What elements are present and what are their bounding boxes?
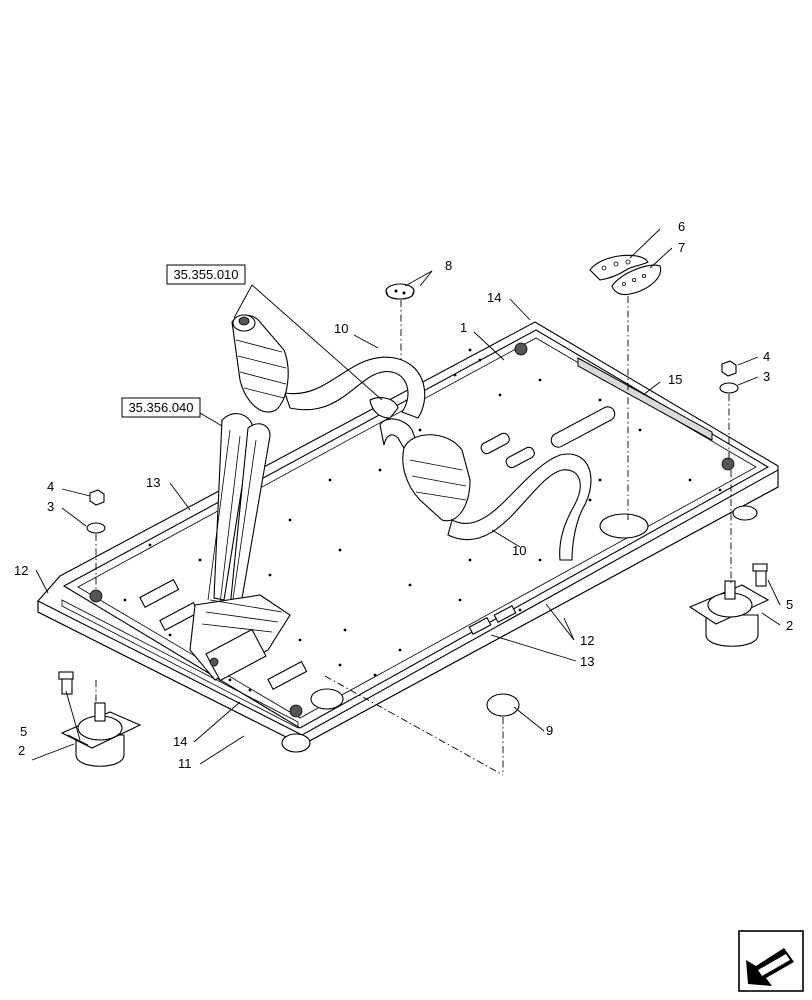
part-6-cover — [589, 254, 649, 281]
joystick-left — [231, 314, 426, 419]
part-7-cover — [611, 264, 662, 296]
callout-10-lower: 10 — [512, 543, 526, 558]
callout-labels: 1 2 2 3 3 4 4 5 5 6 7 8 9 10 10 11 12 12… — [14, 219, 793, 771]
reference-box-35-355-010[interactable]: 35.355.010 — [166, 264, 246, 285]
callout-13-right: 13 — [580, 654, 594, 669]
bolt-5-left — [58, 671, 74, 695]
callout-12-right: 12 — [580, 633, 594, 648]
callout-5-left: 5 — [20, 724, 27, 739]
callout-4-right: 4 — [763, 349, 770, 364]
nut-4-right — [721, 360, 737, 377]
callout-11: 11 — [178, 756, 192, 771]
callout-14-lower: 14 — [173, 734, 187, 749]
leader-lines — [31, 228, 781, 765]
previous-page-arrow-icon[interactable] — [738, 930, 804, 992]
pedal-assembly — [189, 413, 291, 682]
callout-6: 6 — [678, 219, 685, 234]
bolt-5-right — [752, 563, 768, 587]
callout-8: 8 — [445, 258, 452, 273]
callout-4-left: 4 — [47, 479, 54, 494]
assembly-centerlines — [95, 296, 732, 776]
mount-right — [688, 580, 770, 647]
callout-1: 1 — [460, 320, 467, 335]
svg-text:35.355.010: 35.355.010 — [173, 267, 238, 282]
callout-7: 7 — [678, 240, 685, 255]
callout-2-right: 2 — [786, 618, 793, 633]
callout-14-upper: 14 — [487, 290, 501, 305]
callout-12-left: 12 — [14, 563, 28, 578]
mount-left — [60, 702, 142, 767]
joystick-right — [379, 418, 592, 561]
svg-text:35.356.040: 35.356.040 — [128, 400, 193, 415]
callout-15: 15 — [668, 372, 682, 387]
reference-box-35-356-040[interactable]: 35.356.040 — [121, 397, 201, 418]
part-9-plug — [486, 693, 520, 717]
callout-13-left: 13 — [146, 475, 160, 490]
callout-9: 9 — [546, 723, 553, 738]
callout-10-upper: 10 — [334, 321, 348, 336]
callout-3-right: 3 — [763, 369, 770, 384]
callout-2-left: 2 — [18, 743, 25, 758]
callout-5-right: 5 — [786, 597, 793, 612]
part-8-clip — [385, 283, 415, 300]
rivet-holes — [123, 348, 722, 692]
washer-3-left — [86, 522, 106, 534]
callout-3-left: 3 — [47, 499, 54, 514]
washer-3-right — [719, 382, 739, 394]
nut-4-left — [89, 489, 105, 506]
